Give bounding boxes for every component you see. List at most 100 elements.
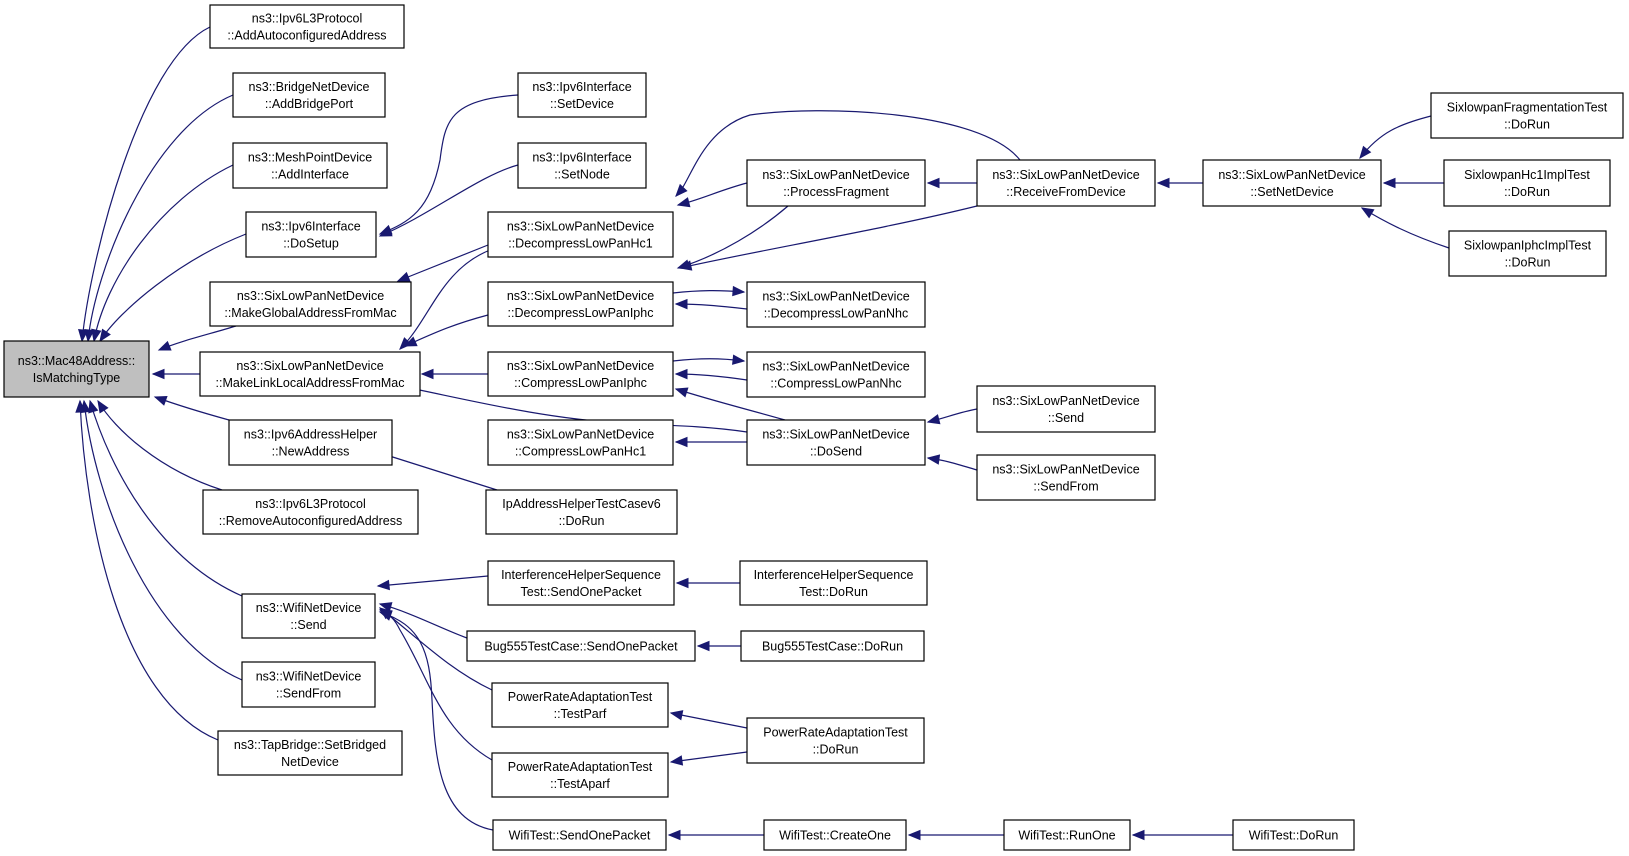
edge-wifiSend-to-root: [88, 399, 243, 597]
node-label: ::AddBridgePort: [265, 97, 354, 111]
edge-decompHc1-to-makeGlobal: [396, 244, 489, 282]
node-box: [746, 281, 926, 328]
node-label: ::NewAddress: [272, 445, 350, 459]
node-label: ::DoSetup: [283, 237, 339, 251]
node-label: ::MakeGlobalAddressFromMac: [224, 306, 396, 320]
node-bug555Send[interactable]: Bug555TestCase::SendOnePacket: [466, 630, 696, 662]
node-wifiTestSend[interactable]: WifiTest::SendOnePacket: [492, 819, 667, 851]
node-sixSendFrom[interactable]: ns3::SixLowPanNetDevice::SendFrom: [976, 454, 1156, 501]
node-box: [492, 819, 667, 851]
node-addAutoconf[interactable]: ns3::Ipv6L3Protocol::AddAutoconfiguredAd…: [209, 4, 405, 49]
node-powerDoRun[interactable]: PowerRateAdaptationTest::DoRun: [746, 717, 925, 764]
arrowhead: [1359, 145, 1372, 160]
node-wifiTestDoRun[interactable]: WifiTest::DoRun: [1232, 819, 1355, 851]
node-label: InterferenceHelperSequence: [501, 568, 661, 582]
node-label: ::AddAutoconfiguredAddress: [227, 29, 386, 43]
edge-line: [93, 164, 234, 342]
node-interfSendOne[interactable]: InterferenceHelperSequenceTest::SendOneP…: [487, 560, 675, 606]
node-box: [491, 752, 669, 798]
node-box: [746, 159, 926, 207]
node-testParf[interactable]: PowerRateAdaptationTest::TestParf: [491, 682, 669, 728]
node-label: ::TestAparf: [550, 777, 610, 791]
node-compNhc[interactable]: ns3::SixLowPanNetDevice::CompressLowPanN…: [746, 351, 926, 398]
edge-receiveFromDevice-to-decompHc1: [675, 110, 1021, 197]
node-box: [199, 351, 421, 397]
node-label: Test::DoRun: [799, 585, 868, 599]
node-box: [487, 419, 674, 466]
node-label: ns3::TapBridge::SetBridged: [234, 738, 386, 752]
node-setDevice[interactable]: ns3::Ipv6Interface::SetDevice: [517, 72, 647, 118]
node-createOne[interactable]: WifiTest::CreateOne: [763, 819, 907, 851]
node-label: ns3::Ipv6AddressHelper: [244, 428, 377, 442]
node-hc1Test[interactable]: SixlowpanHc1ImplTest::DoRun: [1443, 159, 1611, 207]
node-bug555DoRun[interactable]: Bug555TestCase::DoRun: [740, 630, 925, 662]
node-label: ::DoRun: [559, 514, 605, 528]
node-box: [1448, 230, 1607, 277]
node-testAparf[interactable]: PowerRateAdaptationTest::TestAparf: [491, 752, 669, 798]
node-label: ::AddInterface: [271, 168, 349, 182]
node-receiveFromDevice[interactable]: ns3::SixLowPanNetDevice::ReceiveFromDevi…: [976, 159, 1156, 207]
node-box: [739, 560, 928, 606]
edge-createOne-to-wifiTestSend: [667, 829, 764, 841]
node-iphcTest[interactable]: SixlowpanIphcImplTest::DoRun: [1448, 230, 1607, 277]
node-box: [241, 661, 376, 708]
node-box: [466, 630, 696, 662]
edge-line: [379, 452, 498, 491]
node-label: SixlowpanHc1ImplTest: [1464, 168, 1590, 182]
node-box: [487, 281, 674, 327]
node-runOne[interactable]: WifiTest::RunOne: [1003, 819, 1131, 851]
edge-line: [1361, 207, 1450, 249]
node-label: PowerRateAdaptationTest: [763, 726, 908, 740]
node-makeGlobal[interactable]: ns3::SixLowPanNetDevice::MakeGlobalAddre…: [209, 281, 412, 327]
node-makeLinkLocal[interactable]: ns3::SixLowPanNetDevice::MakeLinkLocalAd…: [199, 351, 421, 397]
arrowhead: [399, 337, 412, 350]
node-label: SixlowpanIphcImplTest: [1464, 239, 1592, 253]
node-box: [487, 560, 675, 606]
edge-runOne-to-createOne: [907, 829, 1004, 841]
node-decompIphc[interactable]: ns3::SixLowPanNetDevice::DecompressLowPa…: [487, 281, 674, 327]
edge-line: [154, 396, 230, 421]
node-fragTest[interactable]: SixlowpanFragmentationTest::DoRun: [1430, 92, 1624, 139]
node-wifiSend[interactable]: ns3::WifiNetDevice::Send: [241, 593, 376, 639]
node-box: [1443, 159, 1611, 207]
node-label: ns3::BridgeNetDevice: [249, 80, 370, 94]
node-ipAddrTest[interactable]: IpAddressHelperTestCasev6::DoRun: [485, 489, 678, 535]
node-label: ::ReceiveFromDevice: [1006, 185, 1126, 199]
arrowhead: [378, 602, 393, 613]
node-doSend[interactable]: ns3::SixLowPanNetDevice::DoSend: [746, 419, 926, 466]
node-processFragment[interactable]: ns3::SixLowPanNetDevice::ProcessFragment: [746, 159, 926, 207]
node-addBridgePort[interactable]: ns3::BridgeNetDevice::AddBridgePort: [232, 72, 386, 118]
node-removeAutoconf[interactable]: ns3::Ipv6L3Protocol::RemoveAutoconfigure…: [202, 489, 419, 535]
node-doSetup[interactable]: ns3::Ipv6Interface::DoSetup: [245, 211, 377, 258]
node-decompNhc[interactable]: ns3::SixLowPanNetDevice::DecompressLowPa…: [746, 281, 926, 328]
node-setNetDevice[interactable]: ns3::SixLowPanNetDevice::SetNetDevice: [1202, 159, 1382, 207]
arrowhead: [926, 454, 941, 465]
node-box: [517, 142, 647, 189]
arrowhead: [676, 197, 691, 208]
edge-receiveFromDevice-to-processFragment: [926, 177, 977, 189]
node-compIphc[interactable]: ns3::SixLowPanNetDevice::CompressLowPanI…: [487, 351, 674, 397]
node-label: ::Send: [1048, 411, 1084, 425]
node-decompHc1[interactable]: ns3::SixLowPanNetDevice::DecompressLowPa…: [487, 211, 674, 258]
edge-line: [79, 400, 219, 741]
node-box: [232, 72, 386, 118]
node-label: SixlowpanFragmentationTest: [1447, 101, 1608, 115]
node-label: ::DoSend: [810, 445, 862, 459]
node-newAddress[interactable]: ns3::Ipv6AddressHelper::NewAddress: [228, 419, 393, 466]
node-label: ::DoRun: [1504, 118, 1550, 132]
node-label: ::Send: [290, 618, 326, 632]
node-wifiSendFrom[interactable]: ns3::WifiNetDevice::SendFrom: [241, 661, 376, 708]
node-setNode[interactable]: ns3::Ipv6Interface::SetNode: [517, 142, 647, 189]
node-box: [3, 340, 150, 398]
node-compHc1[interactable]: ns3::SixLowPanNetDevice::CompressLowPanH…: [487, 419, 674, 466]
edge-line: [399, 249, 491, 350]
node-addInterface[interactable]: ns3::MeshPointDevice::AddInterface: [232, 142, 388, 189]
node-label: ns3::SixLowPanNetDevice: [762, 428, 909, 442]
node-sixSend[interactable]: ns3::SixLowPanNetDevice::Send: [976, 385, 1156, 433]
node-box: [1003, 819, 1131, 851]
arrowhead: [669, 710, 684, 721]
node-root[interactable]: ns3::Mac48Address::IsMatchingType: [3, 340, 150, 398]
edge-line: [379, 94, 519, 235]
